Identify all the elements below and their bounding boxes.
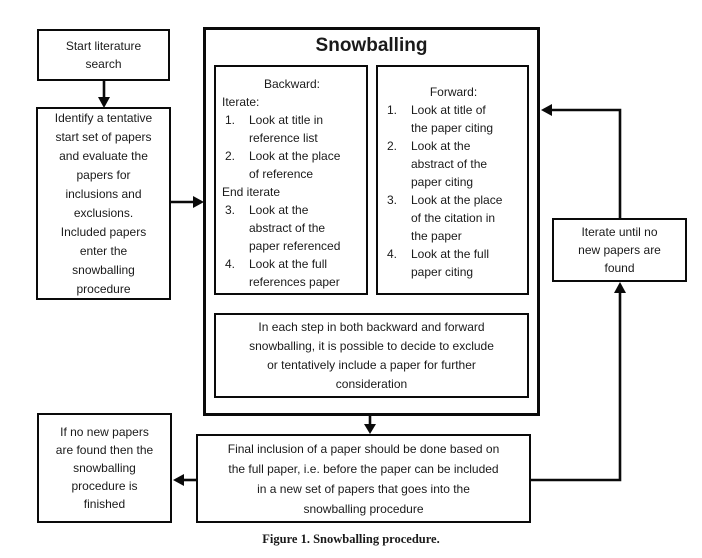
backward-step-3: 3. Look at the abstract of the paper ref… xyxy=(222,201,362,255)
backward-step-1-text: Look at title in reference list xyxy=(249,113,324,145)
iterate-until-box: Iterate until no new papers are found xyxy=(552,218,687,282)
snowballing-title: Snowballing xyxy=(315,35,428,56)
iterate-until-label: Iterate until no new papers are found xyxy=(578,225,661,275)
backward-step-3-text: Look at the abstract of the paper refere… xyxy=(249,203,341,253)
backward-step-1-number: 1. xyxy=(225,113,236,127)
forward-heading: Forward: xyxy=(429,85,478,99)
forward-step-4: 4. Look at the full paper citing xyxy=(384,245,523,281)
figure-caption: Figure 1. Snowballing procedure. xyxy=(262,532,440,546)
arrow-final-to-no-new xyxy=(173,474,196,486)
forward-step-2-text: Look at the abstract of the paper citing xyxy=(411,139,488,189)
no-new-papers-label: If no new papers are found then the snow… xyxy=(55,425,154,511)
backward-step-1: 1. Look at title in reference list xyxy=(222,111,362,147)
backward-heading: Backward: xyxy=(263,77,321,91)
backward-step-3-number: 3. xyxy=(225,203,236,217)
start-literature-search-box: Start literature search xyxy=(37,29,170,81)
forward-step-3-number: 3. xyxy=(387,193,398,207)
each-step-decision-label: In each step in both backward and forwar… xyxy=(249,319,494,391)
start-literature-search-label: Start literature search xyxy=(65,39,142,71)
forward-step-2-number: 2. xyxy=(387,139,398,153)
arrow-final-to-iterate xyxy=(531,282,626,482)
each-step-decision-box: In each step in both backward and forwar… xyxy=(214,313,529,398)
backward-step-4: 4. Look at the full references paper xyxy=(222,255,362,291)
arrow-start-to-identify xyxy=(98,81,110,108)
forward-step-1-text: Look at title of the paper citing xyxy=(411,103,494,135)
final-inclusion-box: Final inclusion of a paper should be don… xyxy=(196,434,531,523)
backward-snowballing-box: Backward: Iterate: 1. Look at title in r… xyxy=(214,65,368,295)
forward-snowballing-box: Forward: 1. Look at title of the paper c… xyxy=(376,65,529,295)
forward-step-2: 2. Look at the abstract of the paper cit… xyxy=(384,137,523,191)
backward-step-4-text: Look at the full references paper xyxy=(249,257,340,289)
backward-end-iterate-label: End iterate xyxy=(222,185,281,199)
arrow-snowballing-to-final xyxy=(364,416,376,434)
no-new-papers-box: If no new papers are found then the snow… xyxy=(37,413,172,523)
identify-start-set-box: Identify a tentative start set of papers… xyxy=(36,107,171,300)
arrow-identify-to-snowballing xyxy=(170,196,204,208)
forward-step-4-text: Look at the full paper citing xyxy=(411,247,490,279)
backward-iterate-label: Iterate: xyxy=(222,95,260,109)
backward-step-2-number: 2. xyxy=(225,149,236,163)
backward-step-2: 2. Look at the place of reference xyxy=(222,147,362,183)
arrow-iterate-to-snowballing xyxy=(541,104,622,218)
forward-step-3: 3. Look at the place of the citation in … xyxy=(384,191,523,245)
backward-step-2-text: Look at the place of reference xyxy=(249,149,341,181)
forward-step-1-number: 1. xyxy=(387,103,398,117)
forward-step-1: 1. Look at title of the paper citing xyxy=(384,101,523,137)
forward-step-4-number: 4. xyxy=(387,247,398,261)
identify-start-set-label: Identify a tentative start set of papers… xyxy=(54,110,153,296)
backward-step-4-number: 4. xyxy=(225,257,236,271)
final-inclusion-label: Final inclusion of a paper should be don… xyxy=(227,441,500,516)
forward-step-3-text: Look at the place of the citation in the… xyxy=(411,193,503,243)
